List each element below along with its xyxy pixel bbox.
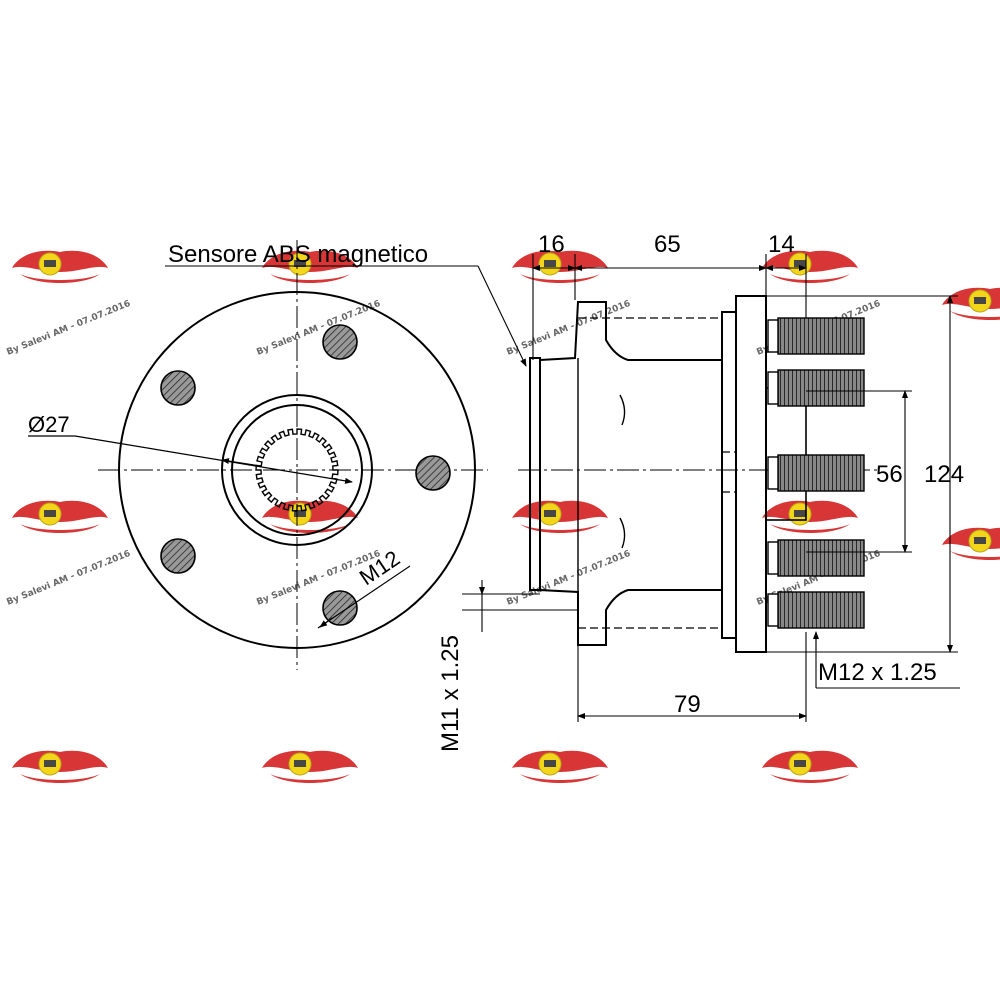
abs-sensor-ring xyxy=(529,357,541,591)
hub-neck-break xyxy=(619,517,626,549)
stud-head xyxy=(767,371,779,405)
bolt-hole xyxy=(160,370,196,406)
hub-neck-break xyxy=(619,394,626,426)
wheel-stud xyxy=(777,539,865,577)
wheel-stud xyxy=(777,369,865,407)
watermark-logo xyxy=(511,750,609,784)
bolt-hole xyxy=(322,590,358,626)
hole-thread-arrow xyxy=(319,617,333,628)
stud-head xyxy=(767,593,779,627)
watermark-logo xyxy=(11,750,109,784)
watermark-text: By Salevi AM - 07.07.2016 xyxy=(255,299,382,358)
hub-boss-inner xyxy=(231,404,363,536)
hole-thread-leader xyxy=(317,565,411,629)
hub-boss-outer xyxy=(221,394,373,546)
dimension-79-label: 79 xyxy=(674,691,701,718)
stud-head xyxy=(767,456,779,490)
hub-side-view xyxy=(518,295,878,653)
sensor-leader xyxy=(477,265,527,367)
nut-thread-label: M11 x 1.25 xyxy=(437,635,464,752)
flange-plate-inner xyxy=(721,311,737,639)
bore-diameter-label: Ø27 xyxy=(28,412,70,437)
watermark-logo xyxy=(511,500,609,534)
watermark-text: By Salevi AM - 07.07.2016 xyxy=(5,549,132,608)
bolt-hole xyxy=(322,324,358,360)
wheel-stud xyxy=(777,454,865,492)
watermark-logo xyxy=(11,250,109,284)
bolt-hole xyxy=(160,538,196,574)
dimension-14-label: 14 xyxy=(768,231,795,258)
dimension-16-label: 16 xyxy=(538,231,565,258)
sensor-label: Sensore ABS magnetico xyxy=(168,241,428,268)
dimension-65-label: 65 xyxy=(654,231,681,258)
watermark-text: By Salevi AM - 07.07.2016 xyxy=(5,299,132,358)
hub-body-profile xyxy=(539,301,723,646)
watermark-logo xyxy=(261,750,359,784)
dimension-lines xyxy=(165,254,960,722)
watermark-logo xyxy=(941,527,1000,561)
watermark-logo xyxy=(761,500,859,534)
watermark-logo xyxy=(11,500,109,534)
bolt-hole xyxy=(415,455,451,491)
splined-bore xyxy=(255,428,339,512)
wheel-stud xyxy=(777,317,865,355)
bore-diameter-leader xyxy=(74,435,353,484)
dimension-labels: 16 65 14 56 124 79 M12 x 1.25 M11 x 1.25… xyxy=(168,231,964,752)
hub-front-view xyxy=(28,240,488,670)
stud-head xyxy=(767,319,779,353)
flange-pilot xyxy=(765,387,807,521)
hub-flange-outline xyxy=(118,291,476,649)
hole-thread-label: M12 xyxy=(355,545,404,590)
stud-head xyxy=(767,541,779,575)
stud-thread-label: M12 x 1.25 xyxy=(818,659,937,686)
watermark-logo xyxy=(941,287,1000,321)
wheel-stud xyxy=(777,591,865,629)
dimension-124-label: 124 xyxy=(924,461,964,488)
dimension-56-label: 56 xyxy=(876,461,903,488)
watermark-logo xyxy=(761,750,859,784)
bore-diameter-arrow xyxy=(221,458,261,467)
